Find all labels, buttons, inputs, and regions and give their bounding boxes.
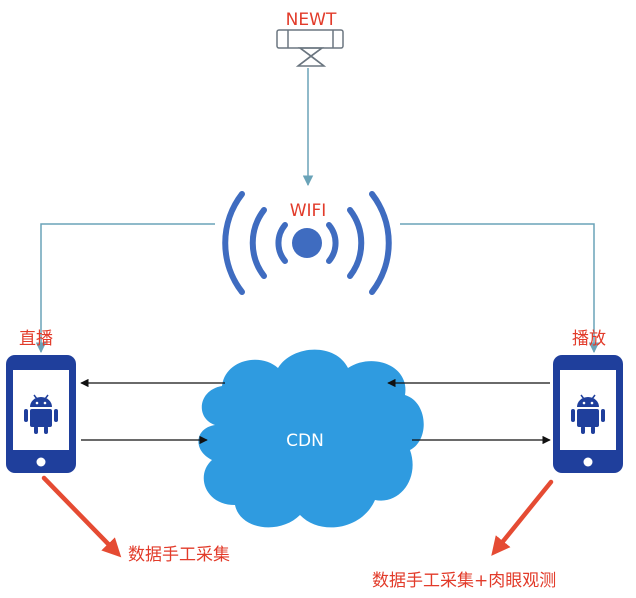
android-robot-icon (571, 394, 605, 434)
right-data-collection-arrow (491, 479, 554, 556)
right-data-label: 数据手工采集+肉眼观测 (372, 571, 556, 591)
newt-label: NEWT (286, 10, 337, 30)
wifi-label: WIFI (290, 201, 327, 221)
wifi-signal-icon (222, 191, 392, 295)
cdn-label: CDN (286, 431, 324, 451)
android-robot-icon (24, 394, 58, 434)
cloud-icon (198, 349, 424, 528)
play-label: 播放 (572, 329, 606, 349)
network-emulator-icon (276, 29, 344, 67)
left-data-label: 数据手工采集 (128, 545, 230, 565)
wifi-to-left-phone-connector (35, 223, 215, 354)
live-label: 直播 (19, 329, 53, 349)
right-phone (553, 355, 623, 473)
wifi-to-right-phone-connector (400, 223, 600, 354)
left-phone (6, 355, 76, 473)
left-data-collection-arrow (41, 475, 122, 558)
